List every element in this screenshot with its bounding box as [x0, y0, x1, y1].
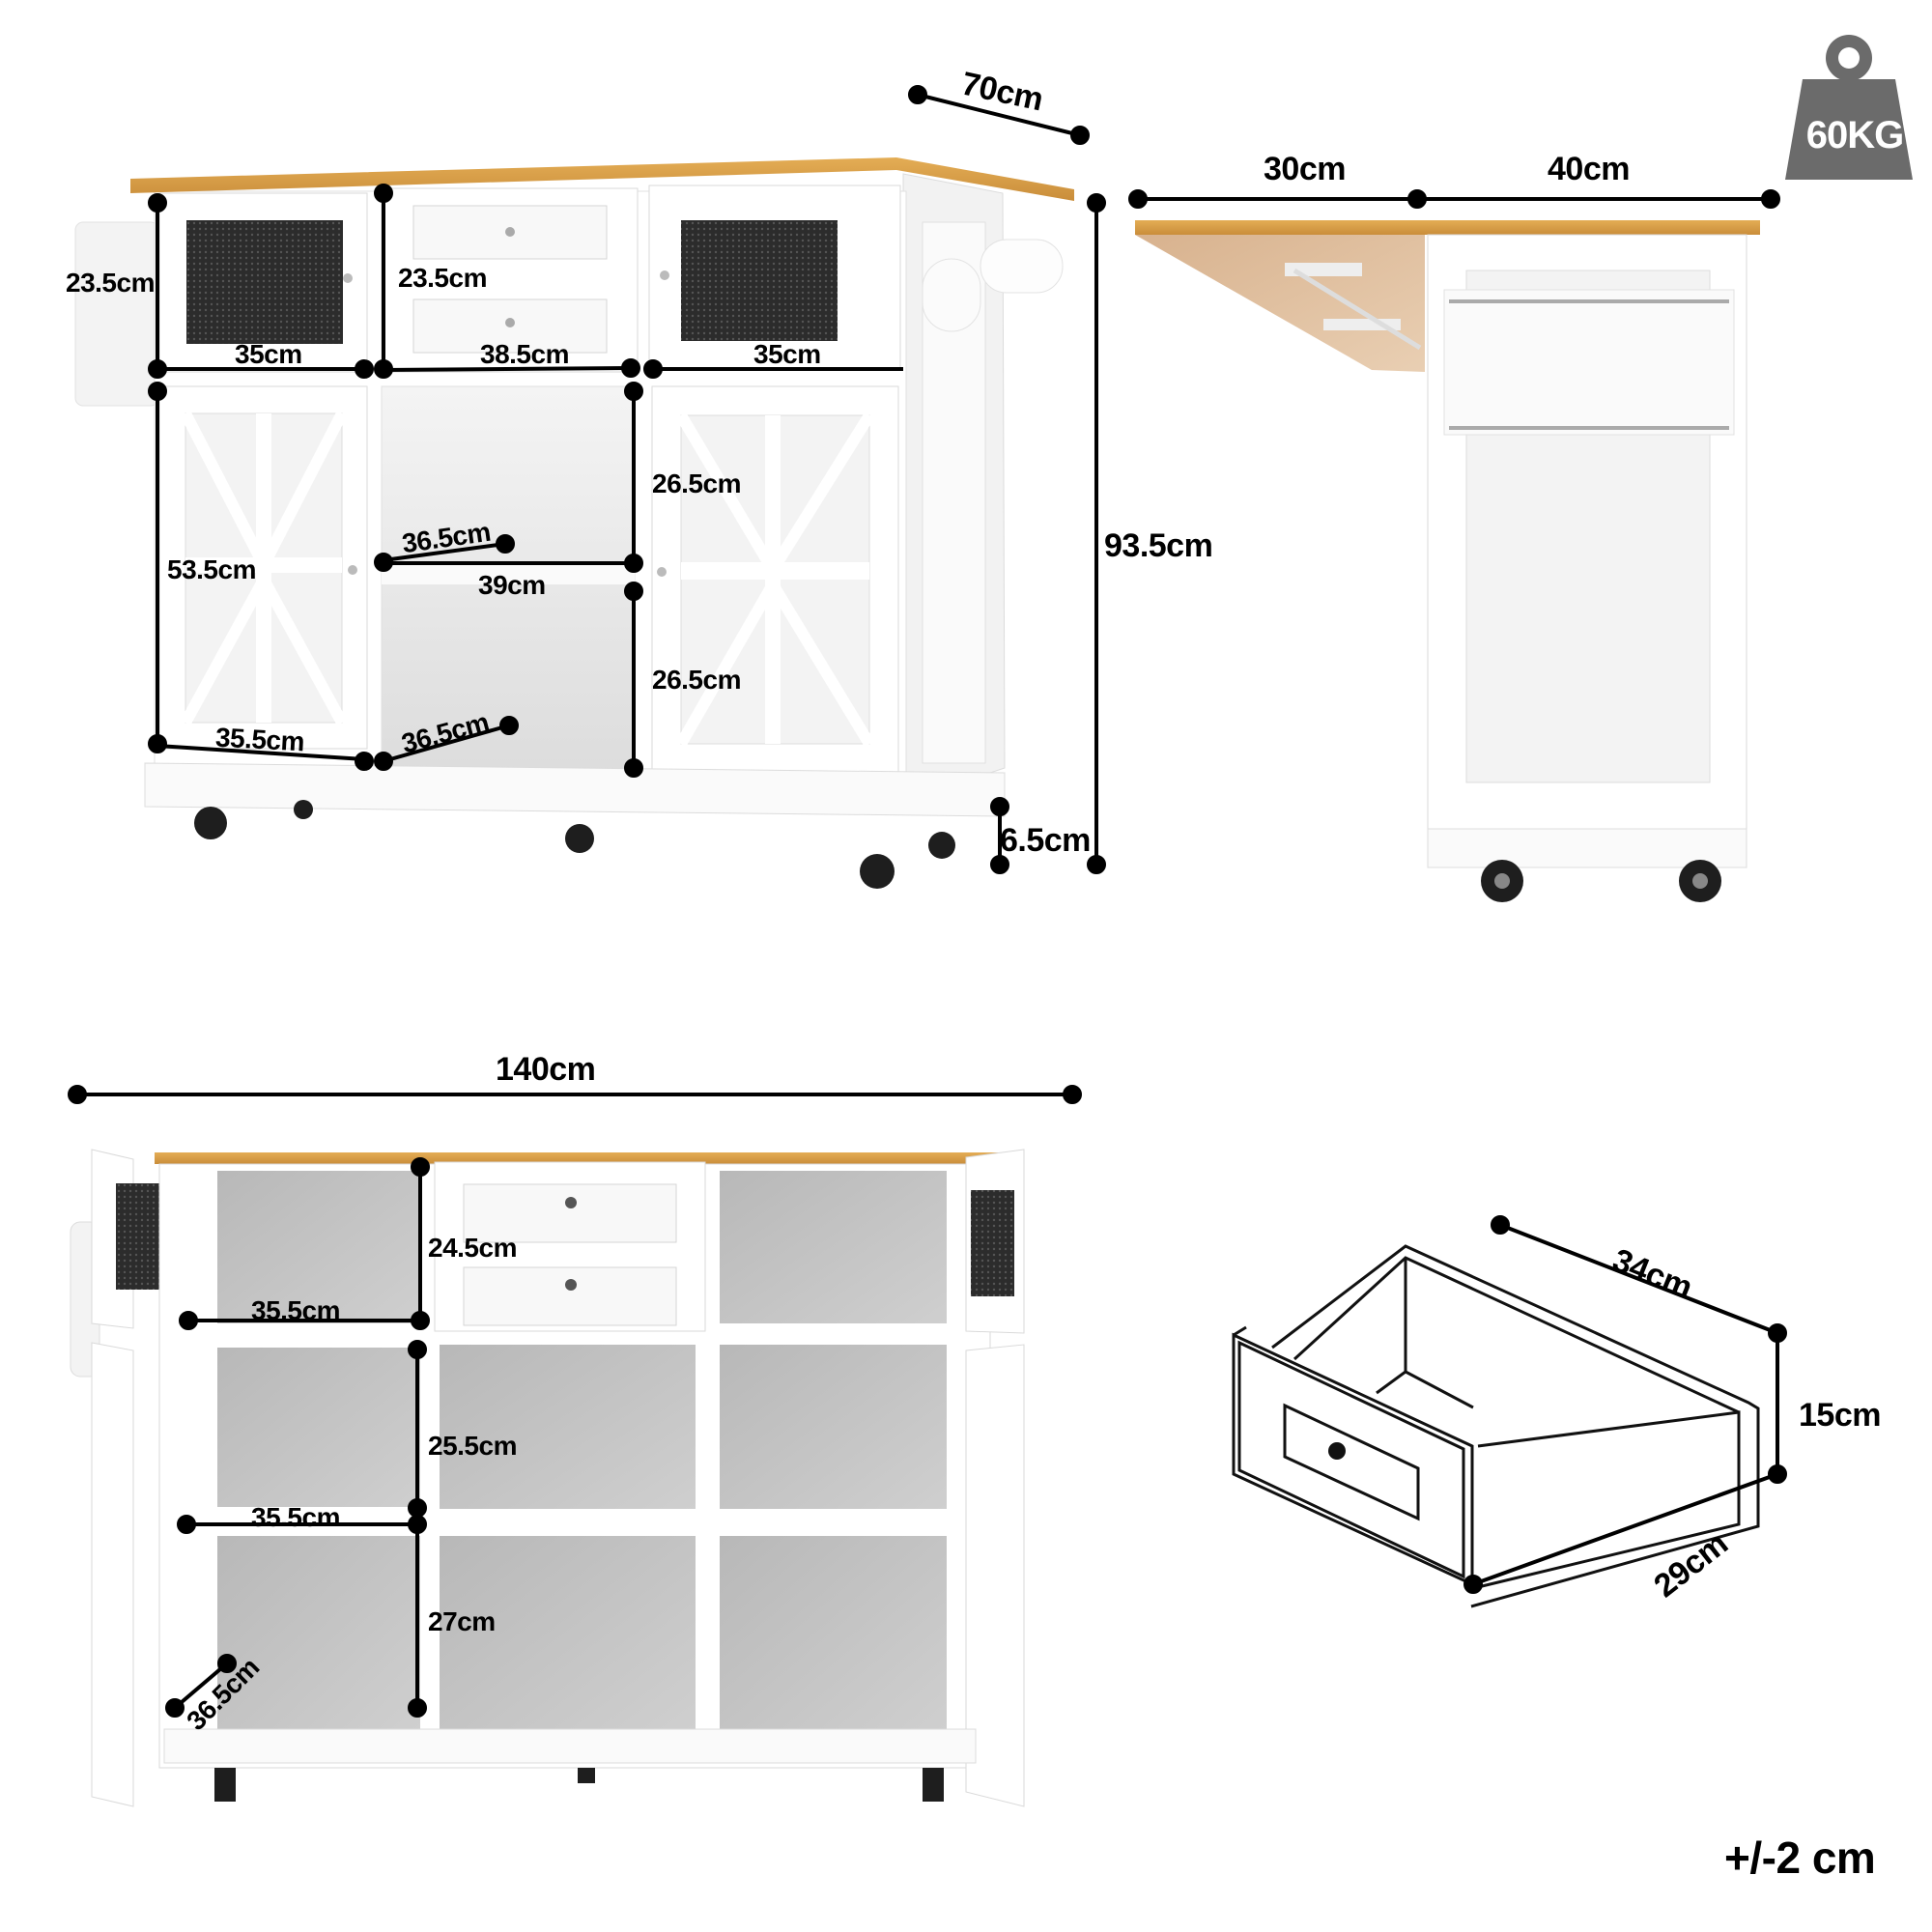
drawer-drawing — [1232, 1244, 1760, 1608]
right-lower-compartment-height-label: 26.5cm — [652, 665, 741, 695]
open-view-dimension-lines — [68, 1085, 1082, 1718]
side-view-cabinet — [1135, 220, 1760, 902]
drawer-height-label: 23.5cm — [398, 263, 487, 293]
side-view-dimension-lines — [1128, 189, 1780, 209]
right-upper-compartment-height-label: 26.5cm — [652, 469, 741, 498]
total-width-label: 140cm — [496, 1051, 596, 1088]
total-height-label: 93.5cm — [1104, 527, 1213, 564]
upper-right-door-width-label: 35cm — [753, 339, 821, 369]
drawer-width-label: 38.5cm — [480, 339, 569, 369]
shelf-width-label: 35.5cm — [251, 1502, 340, 1532]
mid-shelf-width-label: 39cm — [478, 570, 546, 600]
drawer-height-label: 15cm — [1799, 1397, 1881, 1434]
load-capacity-badge: 60KG — [1805, 114, 1905, 156]
upper-left-door-height-label: 23.5cm — [66, 268, 155, 298]
lower-left-height-label: 53.5cm — [167, 554, 256, 584]
upper-left-door-width-label: 35cm — [235, 339, 302, 369]
weight-icon — [1785, 35, 1913, 180]
upper-compartment-width-label: 35.5cm — [251, 1295, 340, 1325]
body-depth-label: 40cm — [1548, 151, 1630, 187]
dropleaf-width-label: 30cm — [1264, 151, 1346, 187]
drawer-dimension-lines — [1463, 1215, 1787, 1594]
upper-compartment-height-label: 24.5cm — [428, 1233, 517, 1263]
open-view-cabinet — [70, 1149, 1025, 1807]
front-view-dimension-lines — [148, 85, 1106, 874]
lower-left-width-label: 35.5cm — [214, 722, 305, 757]
tolerance-note: +/-2 cm — [1724, 1833, 1876, 1883]
lower-compartment-height-label: 27cm — [428, 1606, 496, 1636]
base-height-label: 6.5cm — [1000, 822, 1091, 859]
front-view-cabinet — [74, 157, 1074, 889]
middle-compartment-height-label: 25.5cm — [428, 1431, 517, 1461]
